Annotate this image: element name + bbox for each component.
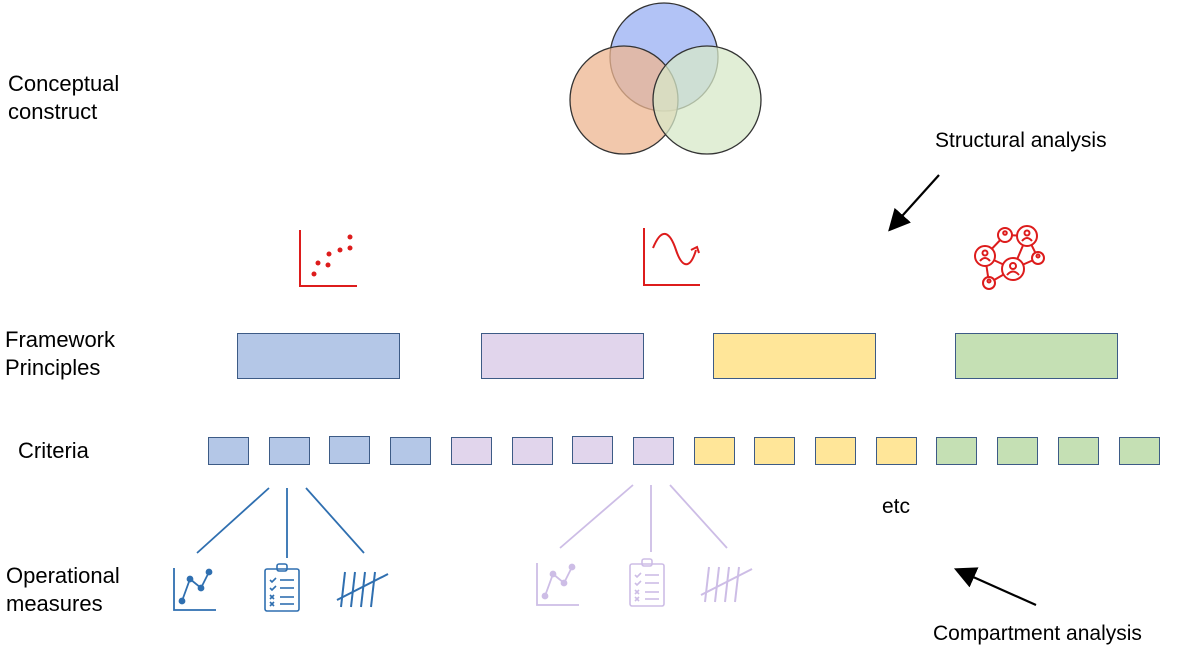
- criteria-box-8: [633, 437, 674, 465]
- label-framework-principles: Framework Principles: [5, 326, 115, 382]
- venn-diagram: [569, 2, 762, 155]
- framework-principle-box-1: [237, 333, 400, 379]
- network-people-icon: [974, 225, 1045, 290]
- framework-principle-box-4: [955, 333, 1118, 379]
- arrow-structural-analysis: [888, 174, 940, 232]
- label-framework-line1: Framework: [5, 327, 116, 352]
- label-operational-line1: Operational: [6, 563, 120, 588]
- checklist-clipboard-icon: [264, 563, 300, 612]
- label-operational-measures: Operational measures: [6, 562, 120, 618]
- venn-circle-green: [652, 45, 762, 155]
- criteria-box-15: [1058, 437, 1099, 465]
- framework-principle-box-2: [481, 333, 644, 379]
- criteria-box-13: [936, 437, 977, 465]
- label-conceptual-construct: Conceptual construct: [8, 70, 119, 126]
- criteria-box-4: [390, 437, 431, 465]
- connectors-purple: [559, 484, 728, 552]
- label-conceptual-line1: Conceptual: [8, 71, 120, 96]
- criteria-box-2: [269, 437, 310, 465]
- criteria-box-14: [997, 437, 1038, 465]
- criteria-box-9: [694, 437, 735, 465]
- criteria-box-11: [815, 437, 856, 465]
- criteria-box-5: [451, 437, 492, 465]
- annotation-etc: etc: [882, 495, 911, 518]
- checklist-clipboard-icon-faded: [629, 558, 665, 607]
- line-graph-icon-faded: [536, 563, 579, 606]
- tally-marks-icon-faded: [700, 566, 753, 603]
- criteria-box-3: [329, 436, 370, 464]
- criteria-box-7: [572, 436, 613, 464]
- annotation-compartment-analysis: Compartment analysis: [933, 622, 1142, 645]
- criteria-box-1: [208, 437, 249, 465]
- criteria-box-10: [754, 437, 795, 465]
- framework-principle-box-3: [713, 333, 876, 379]
- label-conceptual-line2: construct: [8, 99, 98, 124]
- label-framework-line2: Principles: [5, 355, 101, 380]
- arrow-compartment-analysis: [953, 567, 1037, 607]
- scatter-plot-icon: [299, 230, 357, 287]
- tally-marks-icon: [336, 571, 389, 608]
- line-graph-icon: [173, 568, 216, 611]
- wave-chart-icon: [643, 228, 700, 286]
- label-criteria: Criteria: [18, 438, 89, 463]
- criteria-box-6: [512, 437, 553, 465]
- criteria-box-12: [876, 437, 917, 465]
- criteria-box-16: [1119, 437, 1160, 465]
- annotation-structural-analysis: Structural analysis: [935, 129, 1107, 152]
- label-operational-line2: measures: [6, 591, 103, 616]
- connectors-blue: [196, 487, 365, 558]
